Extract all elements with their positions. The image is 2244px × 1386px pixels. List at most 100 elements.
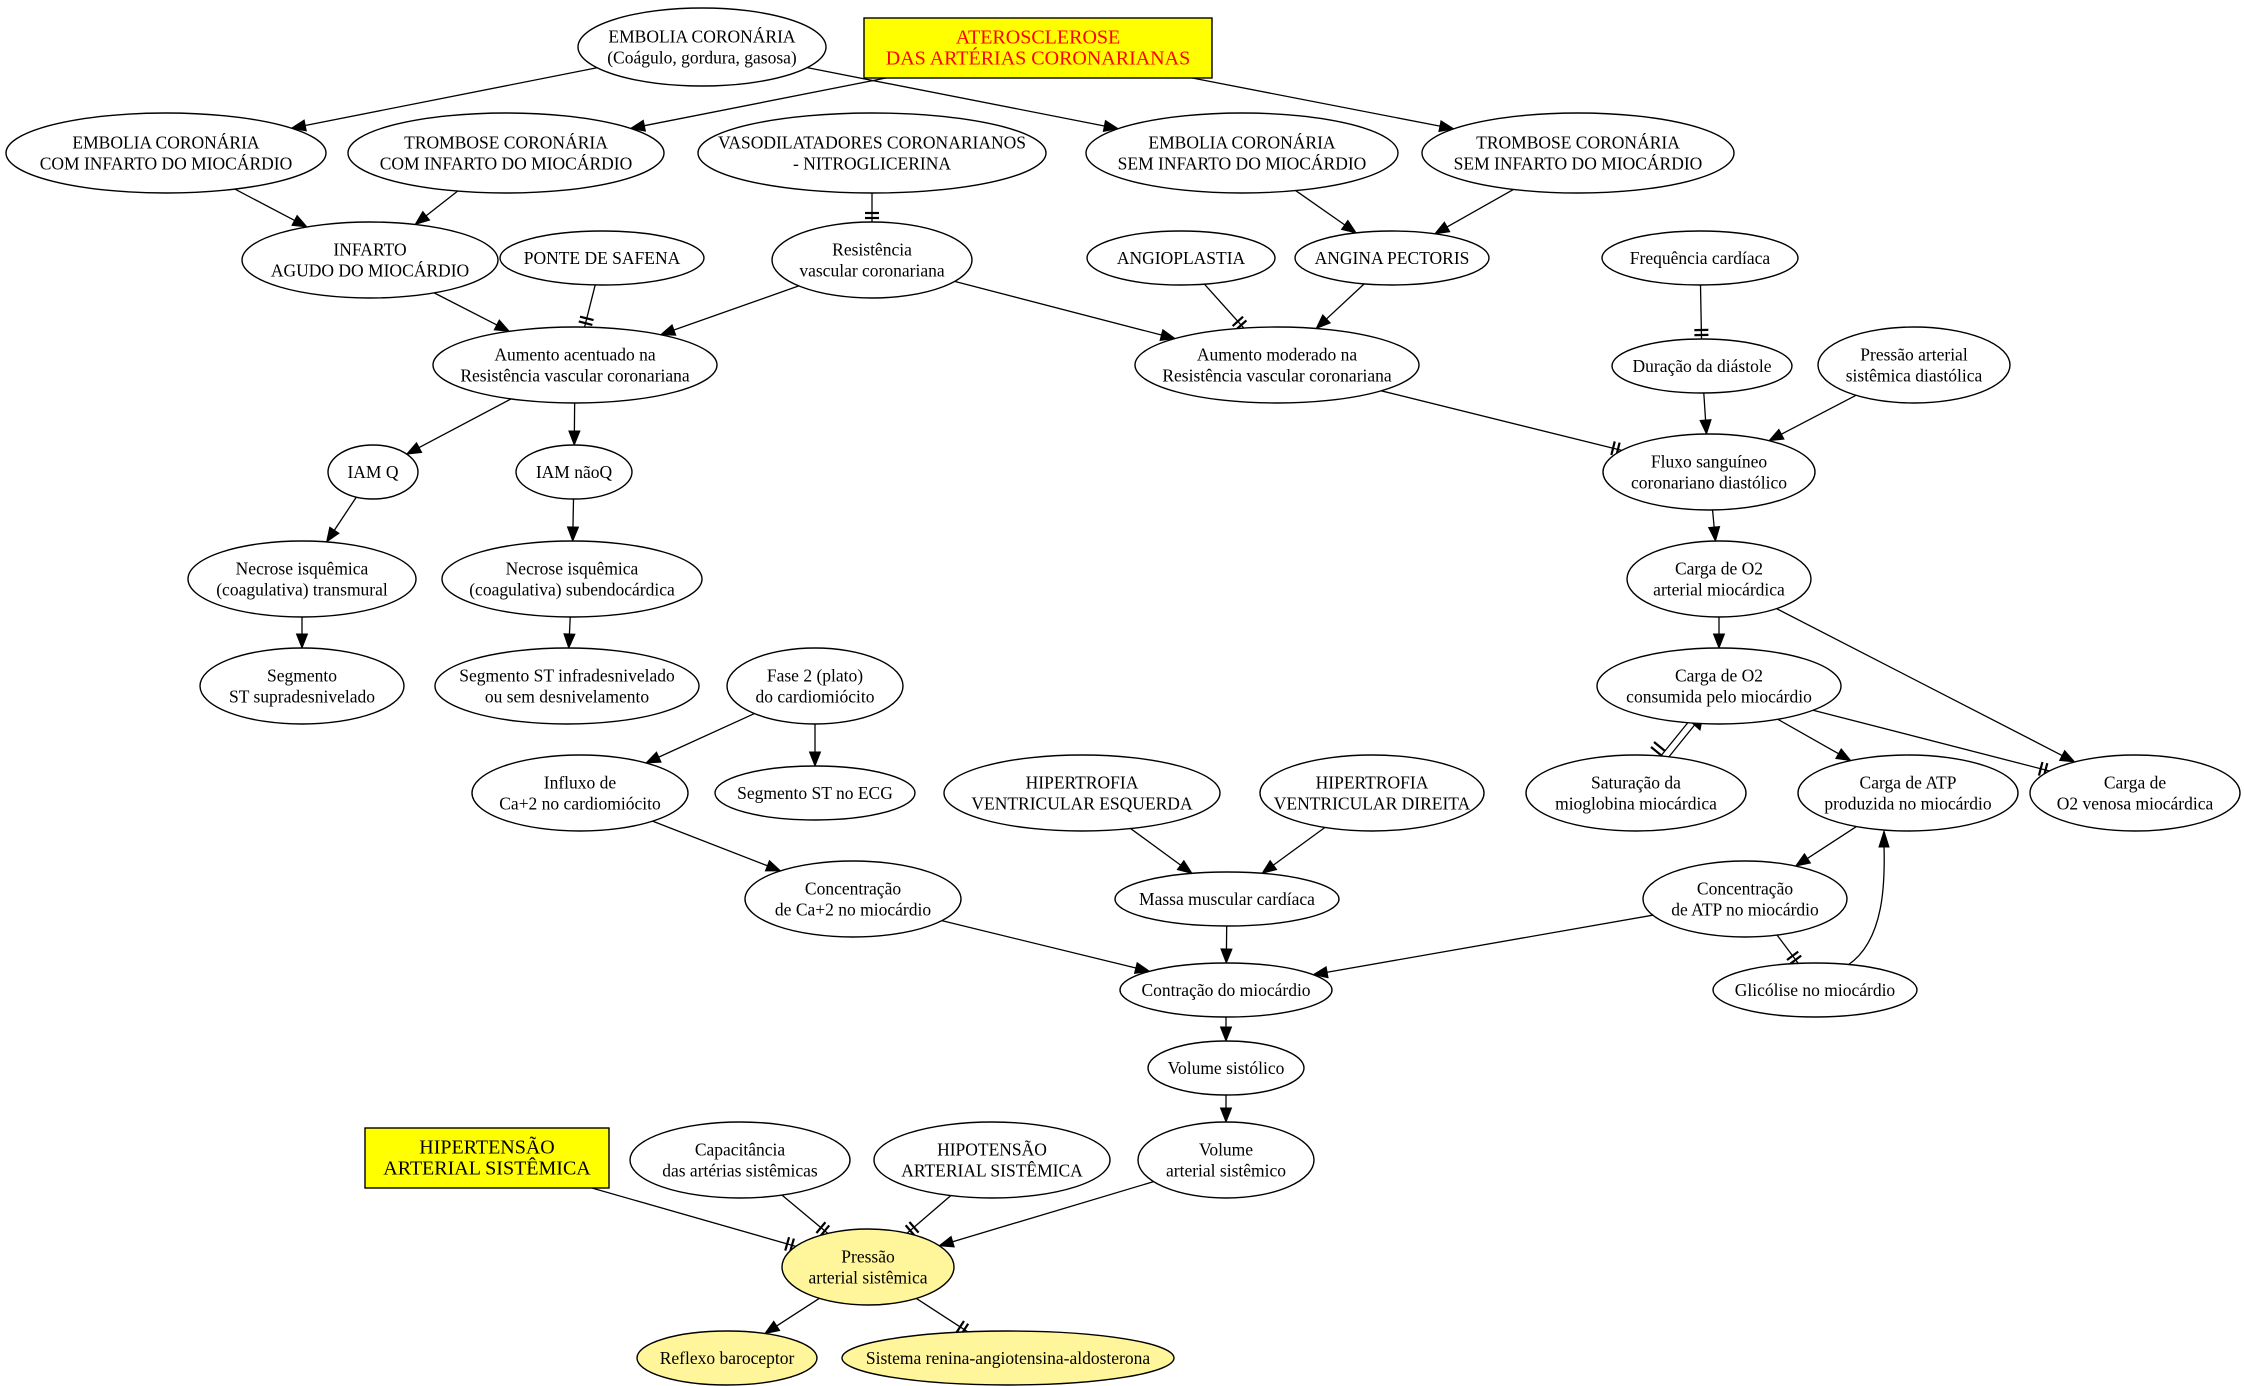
node-label: Capacitância [695, 1140, 786, 1160]
node-nec-trans: Necrose isquêmica(coagulativa) transmura… [187, 540, 417, 618]
node-label: O2 venosa miocárdica [2057, 794, 2214, 814]
edge-vol_art-to-pressao [937, 1181, 1154, 1248]
node-label: ANGIOPLASTIA [1117, 248, 1246, 268]
edge-ponte-to-aum_acent [578, 284, 596, 328]
node-label: Carga de [2104, 773, 2167, 793]
node-label: Carga de ATP [1860, 773, 1957, 793]
node-label: Reflexo baroceptor [660, 1348, 795, 1368]
node-label: VENTRICULAR ESQUERDA [971, 794, 1193, 814]
node-label: mioglobina miocárdica [1555, 794, 1717, 814]
node-label: arterial miocárdica [1653, 580, 1785, 600]
node-angina: ANGINA PECTORIS [1294, 230, 1490, 286]
node-label: (Coágulo, gordura, gasosa) [607, 48, 797, 68]
node-label: Necrose isquêmica [506, 559, 639, 579]
node-nec-sub: Necrose isquêmica(coagulativa) subendocá… [441, 540, 703, 618]
node-label: das artérias sistêmicas [662, 1161, 818, 1181]
edge-massa-to-contr [1220, 925, 1233, 965]
edge-vaso-to-resist [865, 193, 879, 222]
node-ponte: PONTE DE SAFENA [499, 230, 705, 286]
node-label: Saturação da [1591, 773, 1681, 793]
node-iamnq: IAM nãoQ [515, 444, 633, 500]
node-contr: Contração do miocárdio [1119, 962, 1333, 1018]
edge-resist-to-aum_acent [659, 285, 800, 336]
edge-nec_trans-to-seg_supra [295, 617, 309, 650]
node-label: consumida pelo miocárdio [1626, 687, 1812, 707]
node-vaso: VASODILATADORES CORONARIANOS- NITROGLICE… [697, 112, 1047, 194]
edge-resist-to-aum_mod [954, 280, 1177, 341]
node-label: ST supradesnivelado [229, 687, 375, 707]
node-label: Concentração [1697, 879, 1793, 899]
node-label: Pressão arterial [1860, 345, 1968, 365]
node-label: Resistência [832, 240, 912, 260]
node-label: Necrose isquêmica [236, 559, 369, 579]
node-label: ANGINA PECTORIS [1315, 248, 1470, 268]
edge-emb_sem-to-angina [1295, 190, 1358, 234]
node-label: INFARTO [333, 240, 406, 260]
node-label: Carga de O2 [1675, 666, 1763, 686]
node-label: sistêmica diastólica [1846, 366, 1983, 386]
node-label: produzida no miocárdio [1824, 794, 1991, 814]
edge-carga_cons-to-atp_prod [1777, 718, 1852, 762]
node-label: Massa muscular cardíaca [1139, 889, 1315, 909]
node-embolia: EMBOLIA CORONÁRIA(Coágulo, gordura, gaso… [577, 7, 827, 87]
edge-carga_art-to-carga_cons [1712, 617, 1726, 650]
node-label: SEM INFARTO DO MIOCÁRDIO [1454, 154, 1703, 174]
edge-aum_acent-to-iamnq [568, 402, 581, 447]
node-label: DAS ARTÉRIAS CORONARIANAS [886, 47, 1190, 70]
edge-angiopl-to-aum_mod [1203, 283, 1248, 331]
node-label: Contração do miocárdio [1141, 980, 1310, 1000]
node-label: TROMBOSE CORONÁRIA [1476, 133, 1680, 153]
node-label: Aumento moderado na [1197, 345, 1358, 365]
edge-conc_ca-to-contr [941, 920, 1151, 974]
node-label: (coagulativa) subendocárdica [469, 580, 675, 600]
node-label: ou sem desnivelamento [485, 687, 650, 707]
edge-pas_diast-to-fluxo [1767, 394, 1857, 442]
edge-ateros-to-trom_com [629, 77, 887, 132]
edge-fase2-to-seg_ecg [808, 724, 822, 768]
node-label: Ca+2 no cardiomiócito [499, 794, 661, 814]
edges-layer [234, 67, 2076, 1337]
edge-fase2-to-influxo [644, 712, 755, 764]
node-duracao: Duração da diástole [1611, 338, 1793, 394]
node-label: Segmento ST infradesnivelado [459, 666, 675, 686]
node-label: Resistência vascular coronariana [1162, 366, 1392, 386]
node-vol-sis: Volume sistólico [1147, 1040, 1305, 1096]
node-label: VASODILATADORES CORONARIANOS [718, 133, 1026, 153]
node-massa: Massa muscular cardíaca [1114, 871, 1340, 927]
node-label: EMBOLIA CORONÁRIA [608, 27, 796, 47]
edge-carga_art-to-o2_ven [1776, 608, 2076, 763]
node-label: IAM nãoQ [536, 462, 613, 482]
node-label: Duração da diástole [1633, 356, 1772, 376]
node-label: COM INFARTO DO MIOCÁRDIO [380, 154, 633, 174]
node-label: vascular coronariana [799, 261, 944, 281]
edge-hipot-to-pressao [904, 1195, 952, 1237]
edge-nec_sub-to-seg_infra [563, 616, 576, 650]
edge-atp_prod-to-conc_atp [1794, 826, 1857, 867]
node-label: HIPOTENSÃO [937, 1140, 1047, 1160]
node-label: Pressão [841, 1247, 895, 1267]
node-label: AGUDO DO MIOCÁRDIO [271, 261, 469, 281]
node-label: COM INFARTO DO MIOCÁRDIO [40, 154, 293, 174]
node-label: arterial sistêmico [1166, 1161, 1286, 1181]
node-label: PONTE DE SAFENA [524, 248, 681, 268]
node-label: Fluxo sanguíneo [1651, 452, 1767, 472]
node-label: HIPERTROFIA [1316, 773, 1429, 793]
node-label: EMBOLIA CORONÁRIA [72, 133, 260, 153]
edge-pressao-to-sraa [915, 1297, 970, 1337]
edge-iamq-to-nec_trans [325, 496, 357, 544]
edge-conc_atp-to-glic [1776, 934, 1802, 965]
edge-emb_com-to-infarto [234, 188, 309, 228]
